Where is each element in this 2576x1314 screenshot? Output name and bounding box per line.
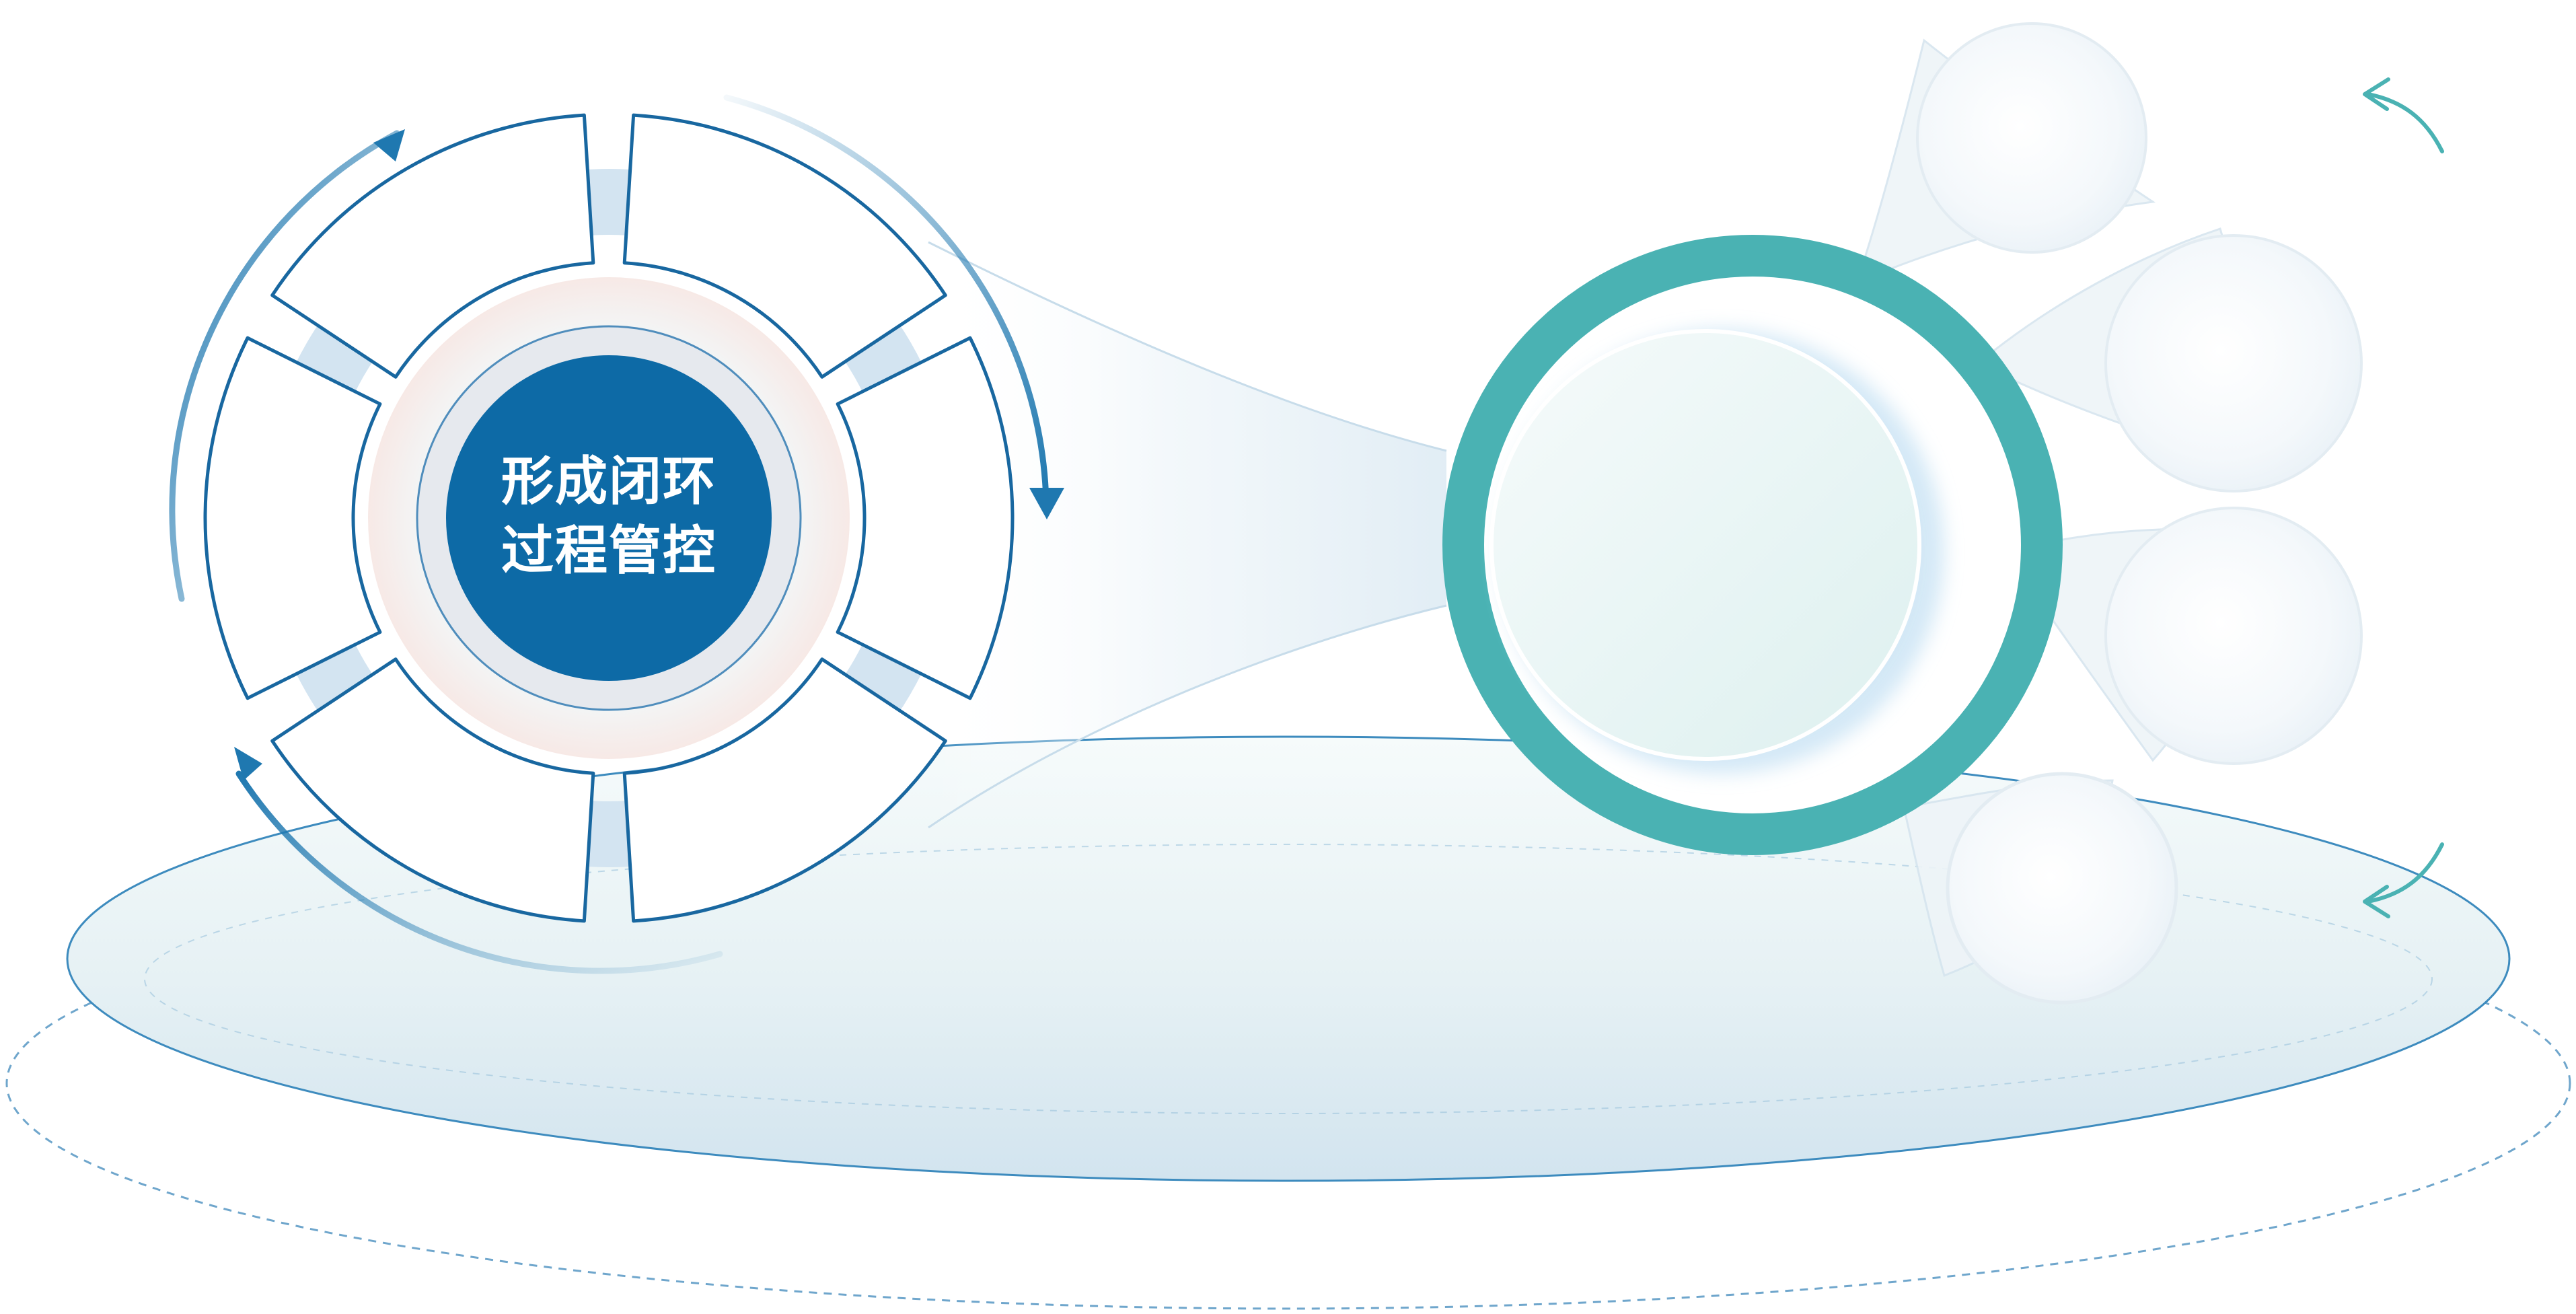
faded-node-bottom [1946,772,2178,1005]
hub-segment-6 [270,113,595,379]
hub-title-line2: 过程管控 [501,521,716,581]
platform-inner-dashed [144,844,2433,1114]
circular-arrow-icon [234,747,723,974]
hub-segment-group [203,113,1015,923]
curved-arrow-icon [2363,842,2444,918]
hub-blue-disc [446,355,772,681]
teal-ring-node [1442,235,2063,855]
circular-arrow-icon [723,94,1064,519]
circular-arrow-icon [169,129,405,602]
faded-node-lower [2104,507,2363,765]
faded-node-upper [2104,234,2363,492]
faded-node-top [1916,22,2147,254]
beam-edge-bottom [928,604,1447,829]
curved-arrow-icon [2363,77,2444,153]
hub-center: 形成闭环 过程管控 [368,277,850,759]
hub-segment-3 [622,657,947,923]
beam-edge-top [928,241,1447,452]
hub-segment-5 [203,336,382,700]
hub-title-line1: 形成闭环 [501,451,716,512]
hub-segment-2 [836,336,1015,700]
hub-segment-1 [622,113,947,379]
teal-inner-disc [1489,329,1921,761]
connection-beam [928,242,1446,828]
hub-segment-4 [270,657,595,923]
